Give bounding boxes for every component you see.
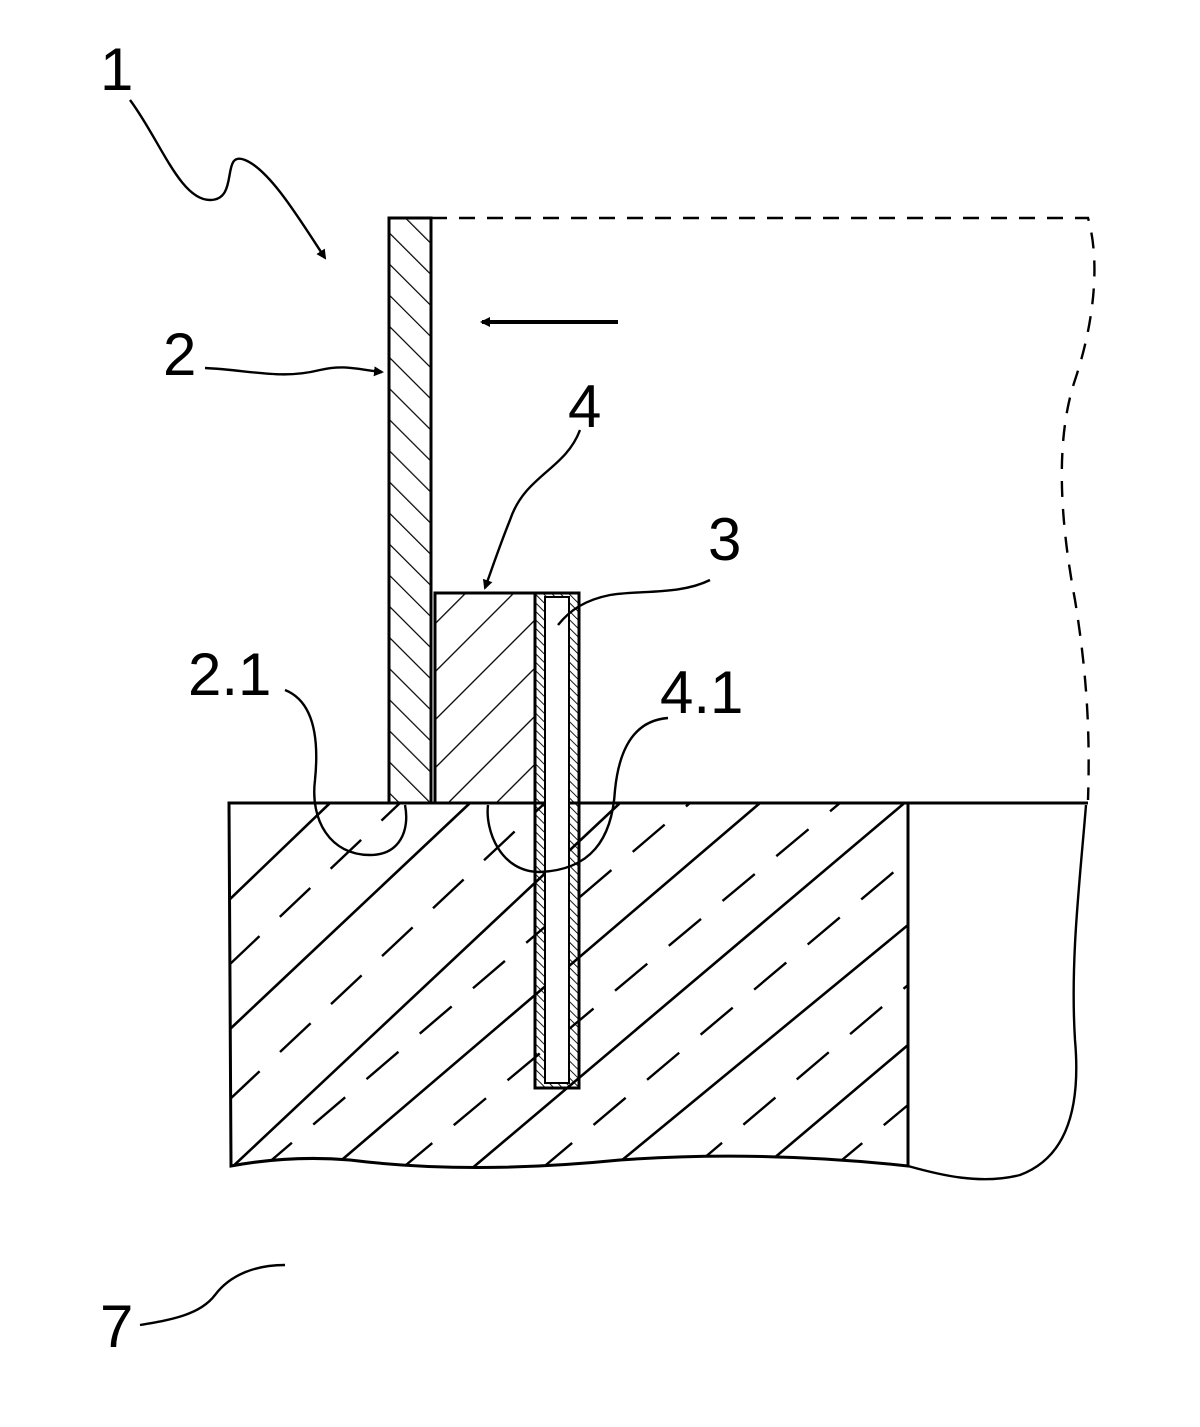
label-7: 7: [100, 1293, 133, 1360]
plate-2-body: [387, 216, 433, 805]
leader-4-1: [486, 716, 669, 874]
plate-2: [387, 216, 433, 805]
break-line-solid: [907, 804, 1088, 1181]
block-4: [433, 591, 537, 805]
leader-3: [557, 578, 711, 626]
leader-7: [139, 1263, 286, 1327]
label-2-1: 2.1: [188, 641, 271, 708]
reference-labels: 1 2 4 3 2.1 4.1 7: [100, 36, 743, 1360]
label-4: 4: [568, 373, 601, 440]
dashed-region-outline: [431, 216, 1096, 801]
leader-1: [129, 99, 327, 260]
leader-4: [482, 429, 582, 590]
tube-3: [533, 591, 581, 1090]
label-3: 3: [708, 506, 741, 573]
label-2: 2: [163, 321, 196, 388]
tube-3-bore: [544, 596, 570, 1084]
label-4-1: 4.1: [660, 659, 743, 726]
label-1: 1: [100, 36, 133, 103]
leader-lines: [129, 99, 711, 1327]
leader-2-1: [284, 688, 408, 857]
leader-2: [204, 366, 384, 377]
block-4-body: [433, 591, 537, 805]
